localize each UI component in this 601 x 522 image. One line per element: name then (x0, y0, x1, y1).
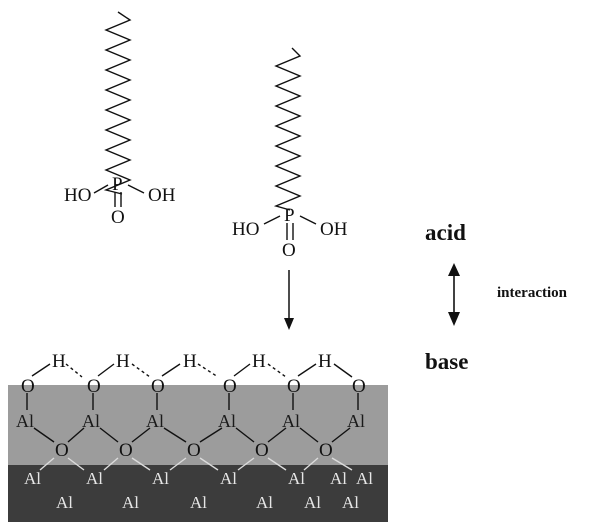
hydroxyl-oxygen-atom: O (352, 376, 366, 397)
approach-arrow (284, 270, 294, 330)
aluminum-atom: Al (282, 411, 300, 431)
hydrogen-atom: H (116, 351, 130, 372)
bulk-aluminum-atom: Al (330, 469, 347, 488)
bulk-aluminum-atom: Al (152, 469, 169, 488)
group-ho-left: HO (64, 185, 91, 206)
bulk-aluminum-atom: Al (356, 469, 373, 488)
alumina-surface: H H H H H O O O O O O Al Al Al Al Al Al … (8, 351, 388, 522)
atom-o-right: O (282, 240, 296, 261)
bond-p-oh-right (299, 215, 317, 225)
bond-p-ho-left (93, 184, 109, 194)
atom-o-left: O (111, 207, 125, 228)
bulk-aluminum-atom: Al (304, 493, 321, 512)
surface-bonds (26, 363, 359, 471)
bulk-aluminum-atom: Al (288, 469, 305, 488)
hydroxyl-oxygen-atom: O (223, 376, 237, 397)
bridging-oxygens: O O O O O (55, 440, 333, 461)
bridging-oxygen-atom: O (55, 440, 69, 461)
hydroxylated-surface-layer (8, 385, 388, 465)
hydroxyl-oxygen-atom: O (87, 376, 101, 397)
aluminum-atom: Al (347, 411, 365, 431)
hydrogen-atom: H (52, 351, 66, 372)
bulk-aluminum-atom: Al (342, 493, 359, 512)
bond-p-oh-left (127, 184, 145, 194)
bulk-aluminum-atom: Al (86, 469, 103, 488)
alkyl-chain-right (273, 47, 302, 211)
surface-hydrogens: H H H H H (52, 351, 332, 372)
bulk-aluminum-atom: Al (56, 493, 73, 512)
acid-label: acid (425, 220, 466, 245)
aluminum-atom: Al (146, 411, 164, 431)
hydroxyl-oxygen-atom: O (287, 376, 301, 397)
atom-p-right: P (284, 205, 295, 226)
hydrogen-atom: H (183, 351, 197, 372)
alkyl-chain-left (103, 11, 132, 195)
hydroxyl-oxygen-atom: O (21, 376, 35, 397)
bulk-alumina-layer (8, 465, 388, 522)
bridging-oxygen-atom: O (187, 440, 201, 461)
hydroxyl-oxygen-atom: O (151, 376, 165, 397)
phosphonic-acid-molecule-left: P HO OH O (64, 11, 176, 228)
phosphonic-acid-molecule-right: P HO OH O (232, 47, 348, 261)
bulk-aluminum-row-2: Al Al Al Al Al Al (56, 493, 359, 512)
bridging-oxygen-atom: O (255, 440, 269, 461)
bond-p-ho-right (263, 215, 281, 225)
hydrogen-atom: H (252, 351, 266, 372)
interaction-label: interaction (497, 285, 568, 301)
group-oh-right: OH (320, 219, 348, 240)
bulk-aluminum-atom: Al (256, 493, 273, 512)
bridging-oxygen-atom: O (119, 440, 133, 461)
surface-aluminum-atoms: Al Al Al Al Al Al (16, 411, 365, 431)
aluminum-atom: Al (82, 411, 100, 431)
group-ho-right: HO (232, 219, 259, 240)
aluminum-atom: Al (16, 411, 34, 431)
hydrogen-atom: H (318, 351, 332, 372)
bulk-aluminum-atom: Al (122, 493, 139, 512)
aluminum-atom: Al (218, 411, 236, 431)
bulk-aluminum-atom: Al (24, 469, 41, 488)
surface-hydroxyl-oxygens: O O O O O O (21, 376, 366, 397)
double-headed-arrow-icon (448, 263, 460, 326)
base-label: base (425, 349, 468, 374)
bridging-oxygen-atom: O (319, 440, 333, 461)
bulk-aluminum-row-1: Al Al Al Al Al Al Al (24, 469, 373, 488)
atom-p-left: P (112, 174, 123, 195)
group-oh-left: OH (148, 185, 176, 206)
bulk-aluminum-atom: Al (220, 469, 237, 488)
bulk-aluminum-atom: Al (190, 493, 207, 512)
